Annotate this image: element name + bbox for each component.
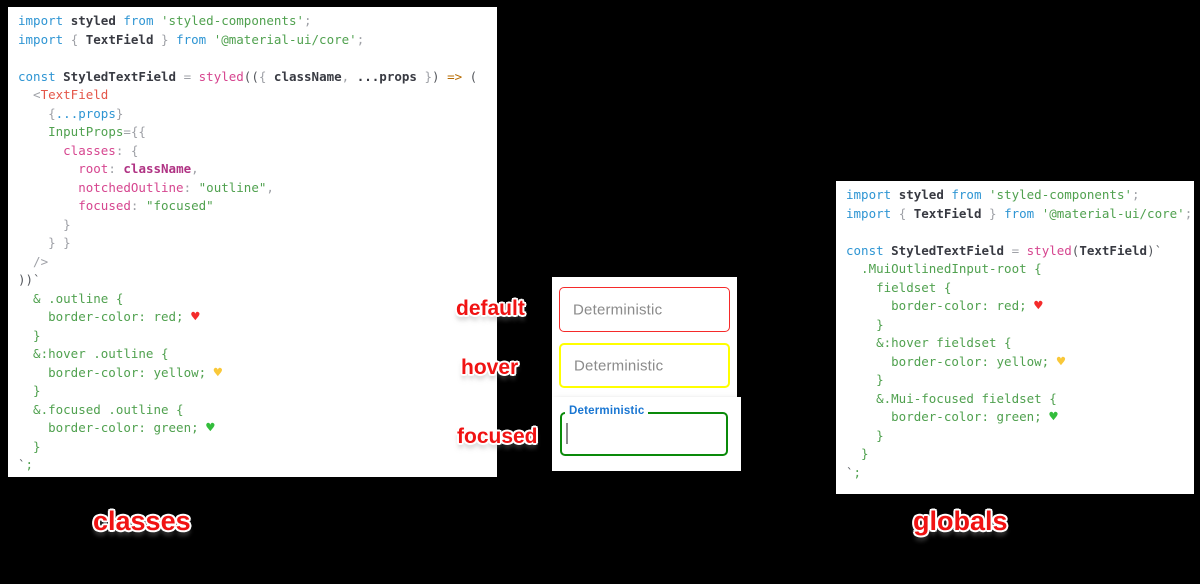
textfield-default[interactable]: Deterministic bbox=[559, 287, 730, 332]
classes-code-panel: import styled from 'styled-components';i… bbox=[8, 7, 497, 477]
caption-classes: classes bbox=[93, 506, 191, 536]
globals-code: import styled from 'styled-components';i… bbox=[846, 187, 1193, 480]
label-hover: hover bbox=[461, 356, 519, 379]
textfield-focused[interactable] bbox=[560, 412, 728, 456]
textfield-focused-card: Deterministic bbox=[552, 397, 741, 471]
textfield-focused-label: Deterministic bbox=[565, 405, 649, 417]
textfield-hover[interactable]: Deterministic bbox=[559, 343, 730, 388]
caption-globals: globals bbox=[913, 506, 1008, 536]
textfield-demo-panel: Deterministic Deterministic bbox=[552, 277, 737, 397]
classes-code: import styled from 'styled-components';i… bbox=[18, 13, 478, 472]
textfield-hover-placeholder: Deterministic bbox=[574, 357, 664, 374]
globals-code-panel: import styled from 'styled-components';i… bbox=[836, 181, 1194, 494]
text-cursor bbox=[566, 423, 568, 444]
label-default: default bbox=[456, 297, 525, 320]
textfield-default-placeholder: Deterministic bbox=[573, 301, 663, 318]
label-focused: focused bbox=[457, 425, 538, 448]
